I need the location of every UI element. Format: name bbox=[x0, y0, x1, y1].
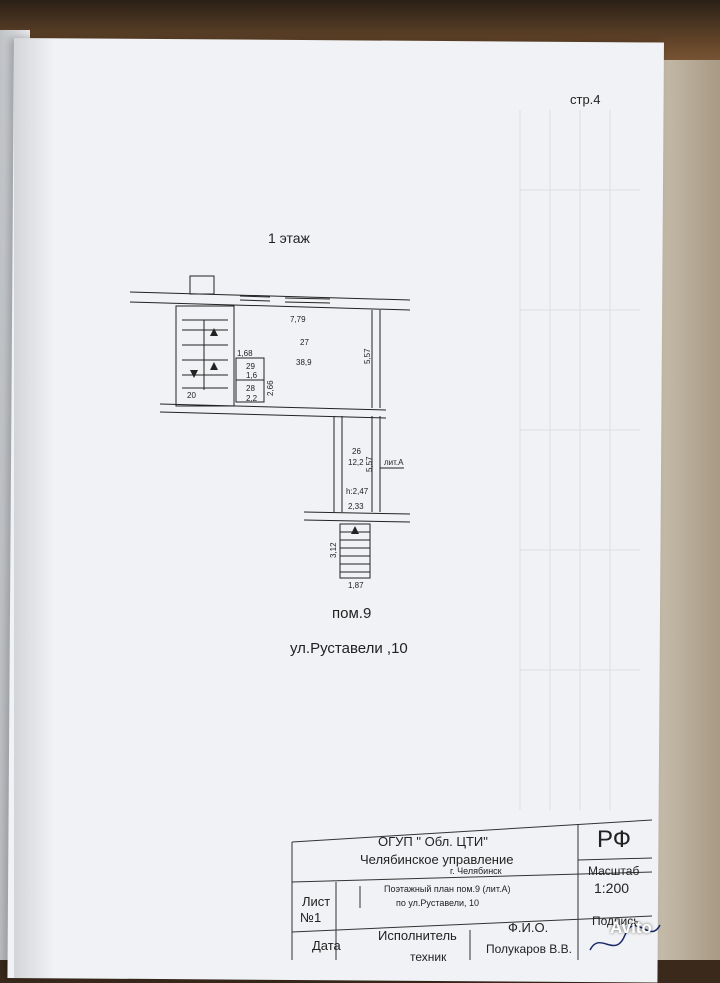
floor-label: 1 этаж bbox=[268, 230, 310, 246]
stamp-branch: Челябинское управление bbox=[360, 852, 514, 867]
stamp-rf: РФ bbox=[597, 826, 631, 853]
stamp-grid bbox=[291, 819, 653, 960]
page-fold-shadow bbox=[14, 38, 54, 978]
dim-corr-height: 5,57 bbox=[365, 456, 374, 472]
dim-porch-height: 3,12 bbox=[329, 542, 338, 558]
stamp-sign-label: Подпись bbox=[592, 914, 640, 928]
lit-label: лит.А bbox=[384, 458, 404, 467]
room-27-num: 27 bbox=[300, 338, 309, 347]
stamp-org: ОГУП " Обл. ЦТИ" bbox=[378, 834, 488, 849]
room-29-area: 1,6 bbox=[246, 371, 258, 380]
stamp-executor-name: Полукаров В.В. bbox=[486, 942, 572, 956]
room-26-num: 26 bbox=[352, 447, 361, 456]
dim-bottom-width: 2,33 bbox=[348, 502, 364, 511]
stamp-sheet-label: Лист bbox=[302, 894, 331, 909]
dim-top-width: 7,79 bbox=[290, 315, 306, 324]
stamp-plan-desc-2: по ул.Руставели, 10 bbox=[396, 898, 480, 908]
signature bbox=[589, 924, 661, 951]
room-28-num: 28 bbox=[246, 384, 255, 393]
dim-porch-width: 1,87 bbox=[348, 581, 364, 590]
stamp-scale: 1:200 bbox=[594, 880, 630, 896]
address-label: ул.Руставели ,10 bbox=[290, 640, 408, 657]
page-number: стр.4 bbox=[570, 92, 601, 107]
stamp-city: г. Челябинск bbox=[450, 866, 502, 876]
stamp-date-label: Дата bbox=[312, 938, 341, 953]
room-label: пом.9 bbox=[332, 605, 372, 622]
dim-height: h:2,47 bbox=[346, 487, 369, 496]
room-29-num: 29 bbox=[246, 362, 255, 371]
stamp-executor-label: Исполнитель bbox=[378, 928, 457, 943]
stamp-fio-label: Ф.И.О. bbox=[508, 920, 549, 935]
dim-wall: 20 bbox=[187, 391, 196, 400]
dim-stair-width: 2,66 bbox=[266, 380, 275, 396]
room-26-area: 12,2 bbox=[348, 458, 364, 467]
floor-plan: 7,79 27 38,9 1,68 29 1,6 28 2,2 20 26 12… bbox=[129, 275, 411, 590]
dim-left-small: 1,68 bbox=[237, 349, 253, 358]
avito-watermark: Avito bbox=[610, 918, 652, 937]
room-28-area: 2,2 bbox=[246, 394, 258, 403]
stamp-plan-desc-1: Поэтажный план пом.9 (лит.А) bbox=[384, 884, 511, 894]
room-27-area: 38,9 bbox=[296, 358, 312, 367]
stamp-scale-label: Масштаб bbox=[588, 864, 640, 878]
stamp-sheet-num: №1 bbox=[300, 910, 322, 925]
ghost-table bbox=[519, 110, 640, 810]
dim-right-height: 5,57 bbox=[363, 348, 372, 364]
